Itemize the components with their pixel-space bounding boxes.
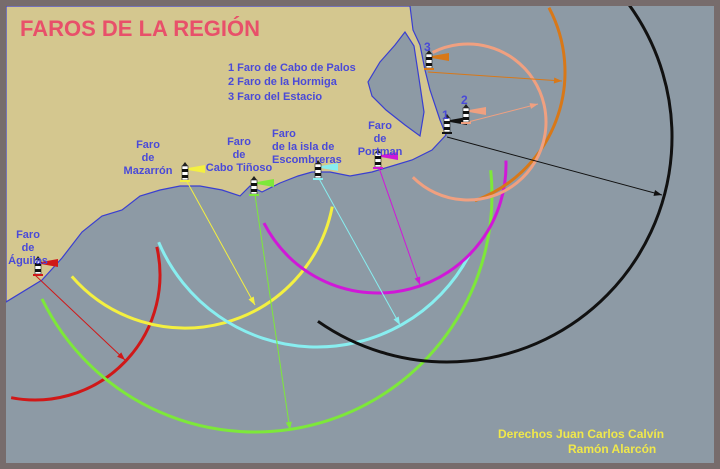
label-escombreras: Faro de la isla de Escombreras [272,128,352,167]
label-line: Águilas [8,255,48,267]
label-line: Faro [136,139,160,151]
arrowhead-escombreras [393,316,400,325]
label-line: Mazarrón [123,165,173,177]
arrowhead-portman [414,276,421,285]
label-number-estacio: 3 [424,40,431,54]
label-line: de [141,152,155,164]
range-arc-escombreras [157,241,471,349]
range-arrow-mazarron [184,177,256,306]
arrowhead-mazarron [248,296,255,305]
lighthouse-icon-hormiga[interactable] [461,104,486,124]
legend-item-estacio: 3 Faro del Estacio [228,91,323,103]
range-arrow-tinoso [254,194,291,431]
label-line: Cabo Tiñoso [205,162,273,174]
range-arrow-aguilas [34,274,126,361]
label-line: de [232,149,246,161]
range-arrow-palos [446,136,663,196]
light-beam-icon [381,152,398,160]
label-number-palos: 1 [442,108,449,122]
lighthouse-icon-aguilas[interactable] [33,256,58,276]
label-line: de [21,242,35,254]
lighthouse-icon-portman[interactable] [373,149,398,169]
arrowhead-aguilas [117,352,125,360]
range-arc-palos [317,6,674,364]
light-beam-icon [321,163,338,171]
label-portman: Faro de Portman [354,120,406,159]
label-line: Portman [357,146,403,158]
label-line: Escombreras [272,154,342,166]
range-arrow-estacio [427,71,563,82]
map-title: FAROS DE LA REGIÓN [20,16,260,41]
label-line: Faro [16,229,40,241]
range-arrow-hormiga [467,103,539,123]
mar-menor-lagoon [367,30,425,138]
light-beam-icon [41,259,58,267]
lighthouse-icon-tinoso[interactable] [249,176,274,196]
range-arc-tinoso [40,170,494,434]
range-arrow-portman [377,164,421,286]
label-mazarron: Faro de Mazarrón [118,139,178,178]
range-arc-hormiga [411,42,548,202]
range-arc-estacio [474,6,567,203]
label-line: Faro [368,120,392,132]
label-line: de [373,133,387,145]
lighthouse-map: FAROS DE LA REGIÓN 1 Faro de Cabo de Pal… [6,6,714,463]
lighthouse-icon-mazarron[interactable] [180,162,205,182]
arrowhead-tinoso [285,421,292,430]
range-arc-portman [262,160,508,295]
map-canvas [6,6,674,434]
range-arrow-escombreras [316,174,401,326]
label-line: Faro [272,128,296,140]
label-number-hormiga: 2 [461,93,468,107]
label-cabo-tinoso: Faro de Cabo Tiñoso [204,136,274,175]
lighthouse-icon-estacio[interactable] [424,50,449,70]
light-beam-icon [188,165,205,173]
land [6,6,447,303]
credits-line-1: Derechos Juan Carlos Calvín [498,427,665,441]
credits-line-2: Ramón Alarcón [568,442,657,456]
label-aguilas: Faro de Águilas [6,229,50,268]
light-beam-icon [432,53,449,61]
range-arc-aguilas [10,246,162,402]
label-line: Faro [227,136,251,148]
label-line: de la isla de [272,141,335,153]
light-beam-icon [469,107,486,115]
range-arc-mazarron [70,206,334,330]
arrowhead-palos [653,190,662,196]
lighthouse-icon-escombreras[interactable] [313,160,338,180]
arrowhead-hormiga [529,103,538,109]
legend-item-hormiga: 2 Faro de la Hormiga [228,76,337,88]
legend-item-palos: 1 Faro de Cabo de Palos [228,62,356,74]
arrowhead-estacio [553,77,562,84]
light-beam-icon [257,179,274,187]
